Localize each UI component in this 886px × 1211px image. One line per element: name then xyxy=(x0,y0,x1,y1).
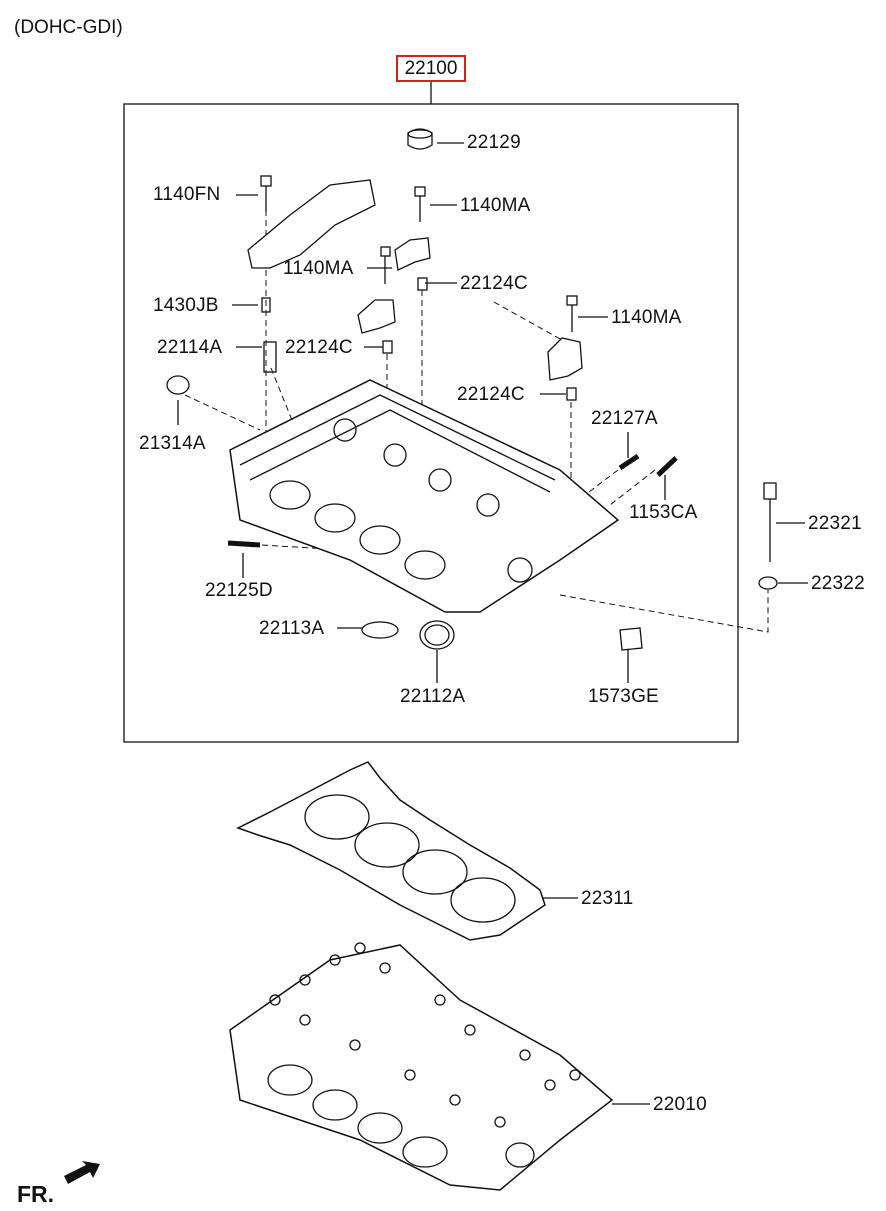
label-22124C-b[interactable]: 22124C xyxy=(285,337,353,358)
label-22112A[interactable]: 22112A xyxy=(400,686,466,707)
front-arrow-icon xyxy=(64,1161,100,1184)
label-21314A[interactable]: 21314A xyxy=(139,433,206,454)
label-22125D[interactable]: 22125D xyxy=(205,580,273,601)
label-22124C-a[interactable]: 22124C xyxy=(460,273,528,294)
label-22129[interactable]: 22129 xyxy=(467,132,521,153)
assembly-part-number[interactable]: 22100 xyxy=(396,55,466,82)
label-22114A[interactable]: 22114A xyxy=(157,337,223,358)
label-22321[interactable]: 22321 xyxy=(808,513,862,534)
label-1573GE[interactable]: 1573GE xyxy=(588,686,659,707)
label-1140MA-a[interactable]: 1140MA xyxy=(460,195,531,216)
label-1153CA[interactable]: 1153CA xyxy=(629,502,698,523)
label-22322[interactable]: 22322 xyxy=(811,573,865,594)
label-22311[interactable]: 22311 xyxy=(581,888,634,909)
label-22113A[interactable]: 22113A xyxy=(259,618,325,639)
label-22124C-c[interactable]: 22124C xyxy=(457,384,525,405)
label-22127A[interactable]: 22127A xyxy=(591,408,658,429)
label-1140MA-b[interactable]: 1140MA xyxy=(283,258,354,279)
label-1140FN[interactable]: 1140FN xyxy=(153,184,221,205)
front-direction-label: FR. xyxy=(17,1181,55,1207)
label-1140MA-c[interactable]: 1140MA xyxy=(611,307,682,328)
label-1430JB[interactable]: 1430JB xyxy=(153,295,219,316)
engine-type-label: (DOHC-GDI) xyxy=(14,17,123,38)
label-22010[interactable]: 22010 xyxy=(653,1094,707,1115)
